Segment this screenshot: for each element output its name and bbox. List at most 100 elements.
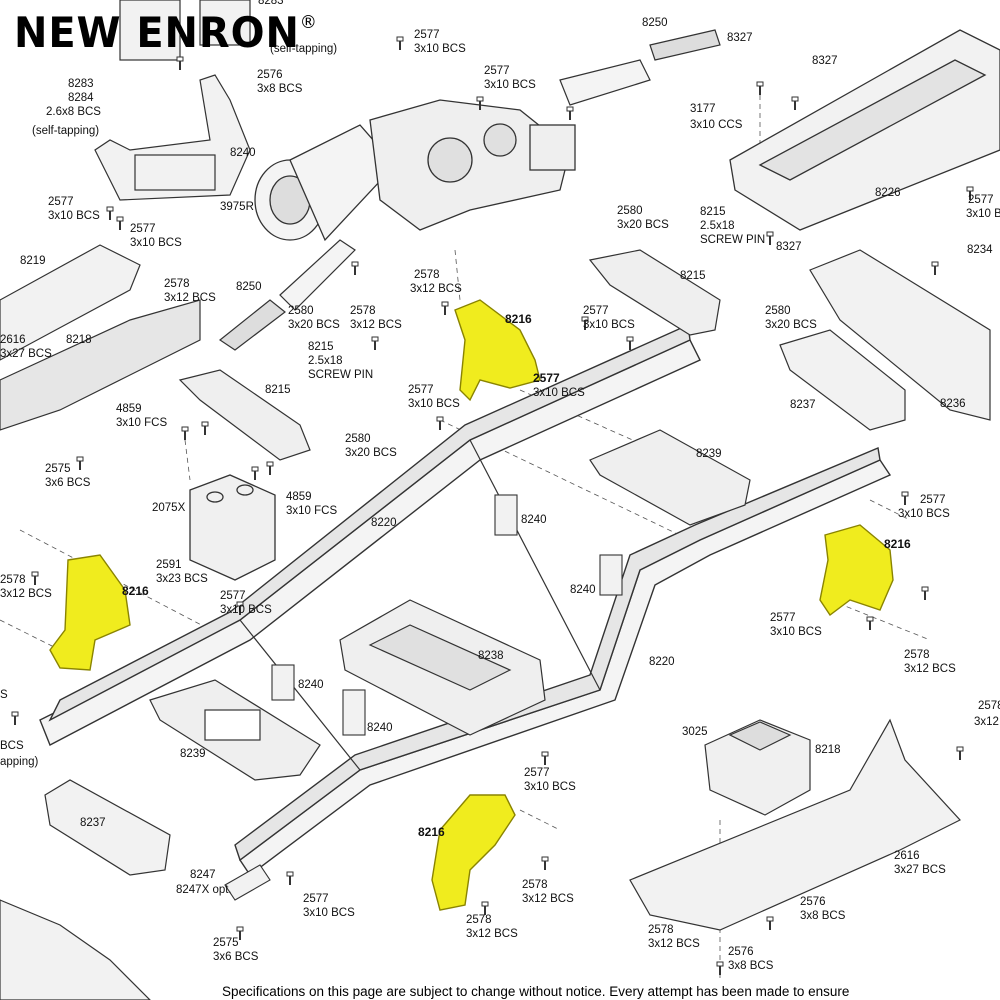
part-label: 3x10 BCS <box>966 208 1000 220</box>
part-label: 2577 <box>484 65 510 77</box>
servo-mount-8240-top <box>94 74 251 201</box>
part-label: 2576 <box>257 69 283 81</box>
part-label: 3x23 BCS <box>156 573 208 585</box>
part-label: 8240 <box>230 147 256 159</box>
cross-member-8239-lower <box>149 679 321 781</box>
part-label: 2577 <box>968 194 994 206</box>
part-label: 2577 <box>770 612 796 624</box>
part-label: 8226 <box>875 187 901 199</box>
brand-logo: NEW ENRON® <box>14 8 318 57</box>
battery-tray-8226 <box>729 29 1000 231</box>
part-label: 8218 <box>815 744 841 756</box>
part-label: 3177 <box>690 103 716 115</box>
part-label: 8220 <box>371 517 397 529</box>
part-label: 4859 <box>286 491 312 503</box>
motor-3975r <box>254 124 396 242</box>
part-label: 8218 <box>66 334 92 346</box>
highlight-label-8216-top: 8216 <box>505 312 532 326</box>
part-label: 8237 <box>790 399 816 411</box>
part-label: 2578 <box>466 914 492 926</box>
part-label: 3x10 BCS <box>770 626 822 638</box>
footer-disclaimer: Specifications on this page are subject … <box>222 984 850 999</box>
transmission-assembly <box>369 99 576 231</box>
part-label: 2.5x18 <box>700 220 735 232</box>
part-label: 8327 <box>812 55 838 67</box>
part-label: 3x27 BCS <box>0 348 52 360</box>
part-label: 3x12 BCS <box>350 319 402 331</box>
part-label: 8240 <box>521 514 547 526</box>
part-label: 8240 <box>298 679 324 691</box>
part-label: 2580 <box>765 305 791 317</box>
part-label: 3x10 BCS <box>484 79 536 91</box>
body-mount-8237-right <box>779 329 906 431</box>
part-label: 2576 <box>728 946 754 958</box>
part-label: 2577 <box>48 196 74 208</box>
part-label: 2.6x8 BCS <box>46 106 101 118</box>
highlight-label-8216-right: 8216 <box>884 537 911 551</box>
part-label: 3975R <box>220 201 254 213</box>
receiver-box-top <box>119 0 251 61</box>
shock-tower-8216-bottom <box>431 794 516 911</box>
part-label: 3x10 CCS <box>690 119 743 131</box>
part-label: 3x20 BCS <box>288 319 340 331</box>
part-label: 2578 <box>522 879 548 891</box>
part-label: 2578 <box>0 574 26 586</box>
bumper-partial-left <box>0 899 151 1000</box>
part-label: 8327 <box>727 32 753 44</box>
part-label: 8215 <box>680 270 706 282</box>
part-label: 2578 <box>978 700 1000 712</box>
part-label: 2578 <box>648 924 674 936</box>
part-label: 3x10 BCS <box>898 508 950 520</box>
link-8215-right <box>588 249 721 336</box>
highlighted-part-labels: 8216 8216 8216 8216 <box>122 312 911 839</box>
part-label: 3x20 BCS <box>345 447 397 459</box>
part-label: S <box>0 689 8 701</box>
part-label: (self-tapping) <box>32 125 99 137</box>
part-label: 3x27 BCS <box>894 864 946 876</box>
part-label: SCREW PIN <box>308 369 373 381</box>
esc-3025 <box>704 719 811 816</box>
part-label: 3x20 BCS <box>765 319 817 331</box>
part-label: 8284 <box>68 92 94 104</box>
part-label: 3x8 BCS <box>257 83 303 95</box>
part-label: (self-tapping) <box>270 43 337 55</box>
part-label: 8219 <box>20 255 46 267</box>
part-labels: 8283 (self-tapping) 2577 3x10 BCS 2577 3… <box>0 0 1000 972</box>
part-label: 3x6 BCS <box>213 951 259 963</box>
body-mount-8236 <box>809 249 991 421</box>
part-label: 2577 <box>303 893 329 905</box>
part-label: 4859 <box>116 403 142 415</box>
part-label: 8237 <box>80 817 106 829</box>
part-label: 3x8 BCS <box>800 910 846 922</box>
part-label: 2576 <box>800 896 826 908</box>
part-label: apping) <box>0 756 39 768</box>
part-label: 8215 <box>308 341 334 353</box>
driveshaft-mid <box>218 239 356 351</box>
part-label: 8283 <box>258 0 284 7</box>
skid-8218-right <box>629 718 961 931</box>
shock-tower-8216-right <box>819 524 894 617</box>
part-label: 3x8 BCS <box>728 960 774 972</box>
part-label: 3x12 <box>974 716 999 728</box>
skid-8219-left <box>0 244 201 431</box>
part-label: 3x10 BCS <box>408 398 460 410</box>
part-label: 2577 <box>533 371 560 385</box>
part-label: 8327 <box>776 241 802 253</box>
part-label: 3x10 BCS <box>414 43 466 55</box>
part-label: 3x10 BCS <box>48 210 100 222</box>
part-label: 3x20 BCS <box>617 219 669 231</box>
part-label: 3x12 BCS <box>522 893 574 905</box>
part-label: 3x10 BCS <box>524 781 576 793</box>
part-label: 2577 <box>524 767 550 779</box>
part-label: 3x12 BCS <box>904 663 956 675</box>
part-label: 2578 <box>350 305 376 317</box>
servo-clip-8240 <box>271 494 623 736</box>
part-label: 2578 <box>904 649 930 661</box>
part-label: 8239 <box>696 448 722 460</box>
part-label: 3025 <box>682 726 708 738</box>
part-label: 8215 <box>700 206 726 218</box>
shock-tower-8216-left <box>49 554 131 671</box>
part-label: 2075X <box>152 502 186 514</box>
driveshaft-top <box>559 29 721 106</box>
